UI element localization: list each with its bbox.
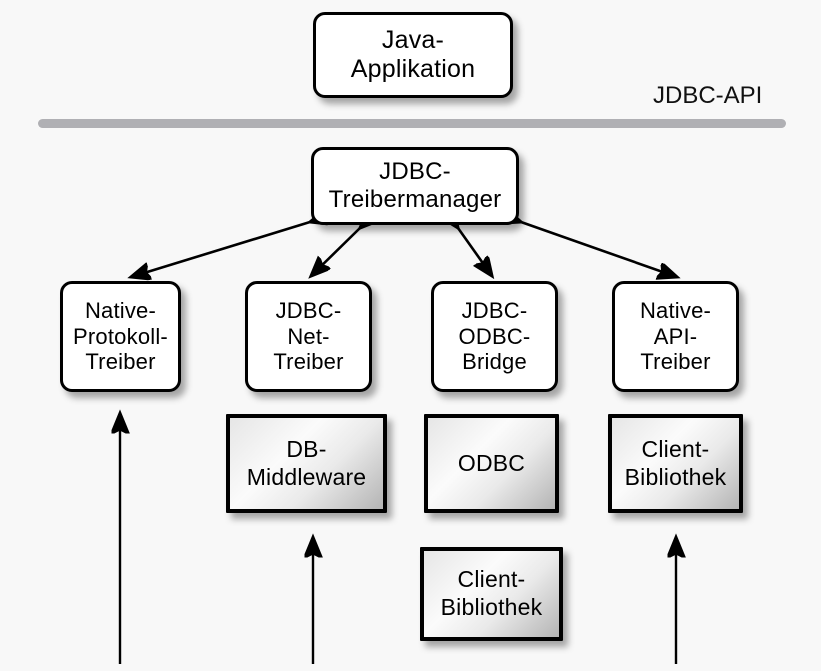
node-client-library-middle[interactable]: Client- Bibliothek [420, 547, 563, 641]
node-client-library-right-label: Client- Bibliothek [624, 435, 727, 490]
node-client-library-middle-label: Client- Bibliothek [440, 566, 543, 620]
jdbc-api-label: JDBC-API [653, 82, 763, 109]
node-java-application-label: Java- Applikation [350, 25, 476, 84]
node-jdbc-driver-manager[interactable]: JDBC- Treibermanager [311, 147, 519, 225]
node-db-middleware[interactable]: DB- Middleware [226, 414, 387, 513]
connector-manager-jdbc-net-driver [311, 228, 360, 276]
jdbc-api-bar [38, 119, 786, 128]
node-native-api-driver-label: Native- API- Treiber [639, 297, 712, 375]
node-jdbc-net-driver-label: JDBC- Net- Treiber [273, 297, 344, 375]
node-odbc[interactable]: ODBC [424, 414, 559, 513]
node-native-protocol-driver[interactable]: Native- Protokoll- Treiber [60, 281, 181, 392]
node-native-api-driver[interactable]: Native- API- Treiber [612, 281, 739, 392]
node-client-library-right[interactable]: Client- Bibliothek [608, 414, 743, 513]
node-odbc-label: ODBC [457, 449, 526, 476]
node-jdbc-odbc-bridge[interactable]: JDBC- ODBC- Bridge [431, 281, 558, 392]
connector-manager-native-api-driver [521, 222, 677, 277]
connector-manager-jdbc-odbc-bridge [458, 228, 492, 276]
node-jdbc-driver-manager-label: JDBC- Treibermanager [328, 157, 502, 213]
node-java-application[interactable]: Java- Applikation [313, 12, 513, 98]
node-db-middleware-label: DB- Middleware [246, 435, 367, 490]
connector-manager-native-protocol-driver [131, 222, 310, 277]
node-native-protocol-driver-label: Native- Protokoll- Treiber [73, 297, 168, 375]
node-jdbc-odbc-bridge-label: JDBC- ODBC- Bridge [458, 297, 531, 375]
node-jdbc-net-driver[interactable]: JDBC- Net- Treiber [245, 281, 372, 392]
